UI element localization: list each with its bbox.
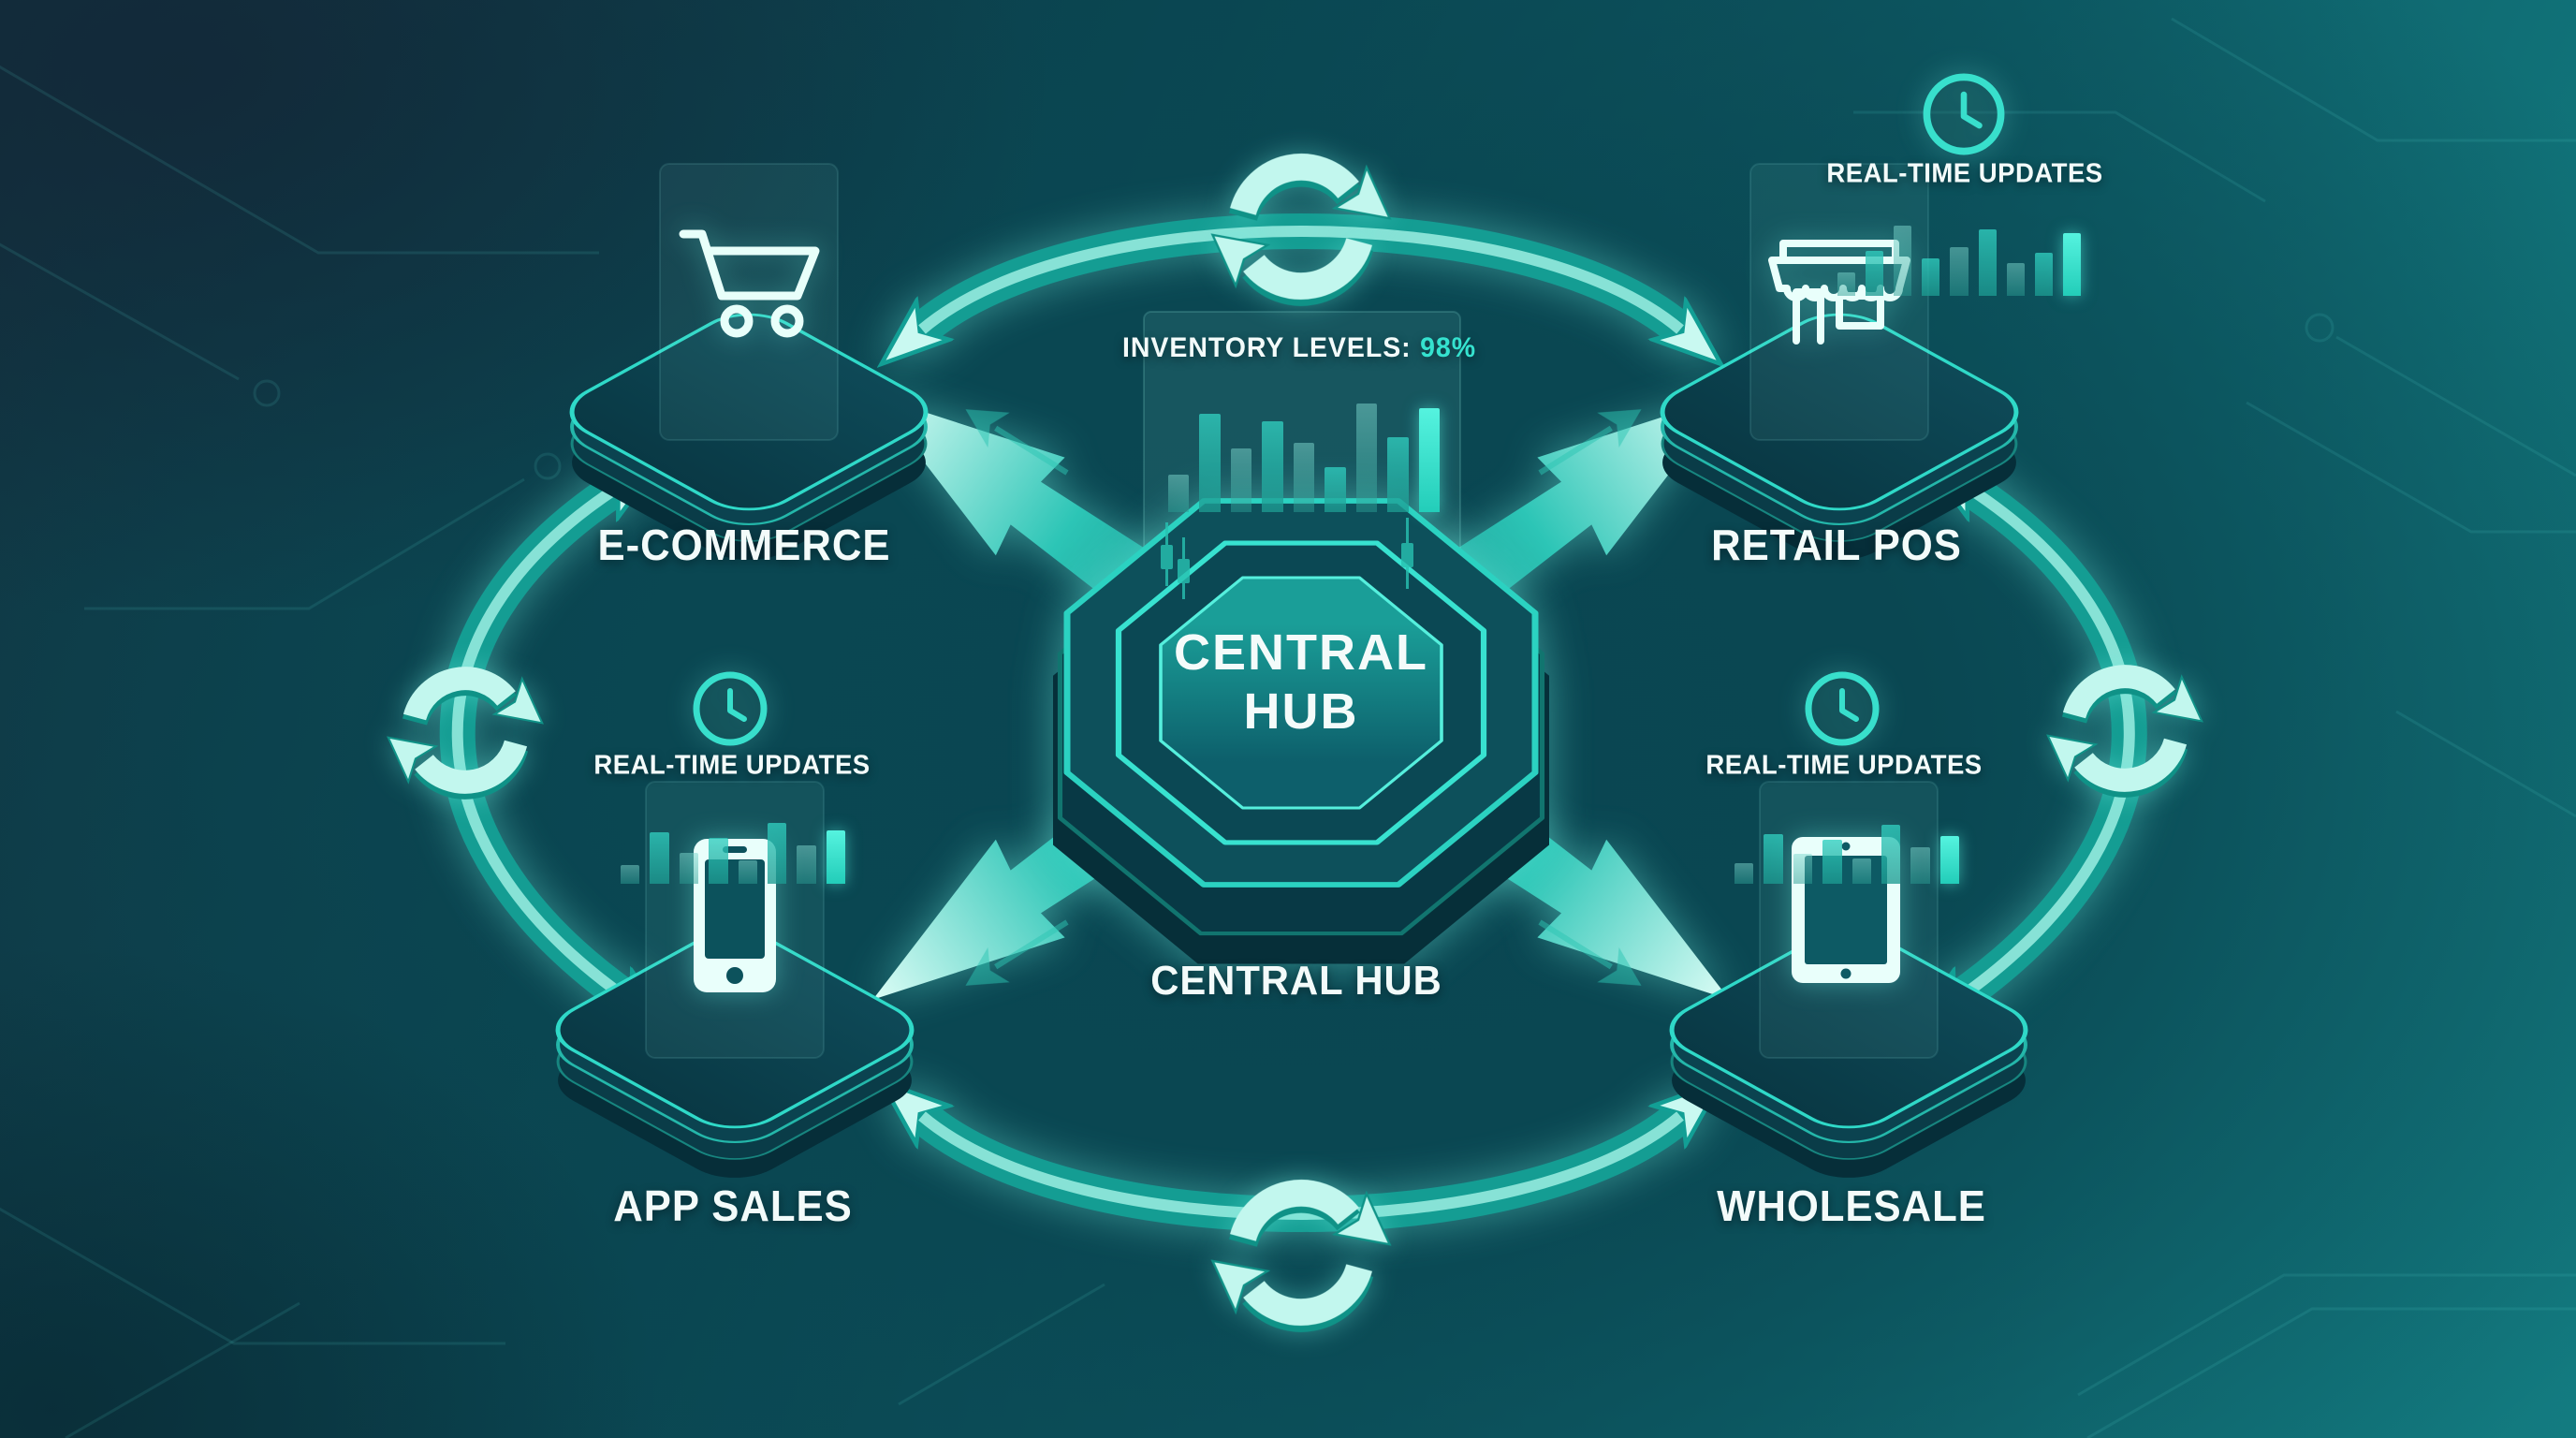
app-bar-chart bbox=[621, 792, 845, 884]
clock-icon-wholesale bbox=[1808, 675, 1876, 742]
sync-ring bbox=[439, 213, 2147, 1232]
wholesale-label: WHOLESALE bbox=[1717, 1181, 1986, 1230]
inventory-title-text: INVENTORY LEVELS: bbox=[1122, 332, 1412, 363]
realtime-label-app: REAL-TIME UPDATES bbox=[593, 750, 871, 781]
retail-bar-chart bbox=[1837, 198, 2081, 296]
realtime-label-retail: REAL-TIME UPDATES bbox=[1826, 158, 2103, 189]
inventory-bar-chart bbox=[1168, 379, 1440, 512]
shopping-cart-icon bbox=[679, 229, 820, 338]
central-hub-label-line1: CENTRAL bbox=[1174, 624, 1428, 681]
realtime-label-wholesale: REAL-TIME UPDATES bbox=[1705, 750, 1983, 781]
ecommerce-label: E-COMMERCE bbox=[597, 521, 891, 569]
app-label: APP SALES bbox=[613, 1181, 853, 1230]
inventory-value: 98% bbox=[1420, 332, 1476, 363]
central-hub-caption: CENTRAL HUB bbox=[1150, 958, 1442, 1004]
candlestick-marker bbox=[1178, 537, 1190, 599]
inventory-title: INVENTORY LEVELS: 98% bbox=[1122, 332, 1476, 364]
ecommerce-glass-slab bbox=[659, 163, 839, 441]
candlestick-marker bbox=[1401, 518, 1413, 589]
clock-icon-retail bbox=[1926, 77, 2000, 151]
candlestick-marker bbox=[1161, 522, 1173, 586]
wholesale-bar-chart bbox=[1734, 792, 1959, 884]
central-hub-label-line2: HUB bbox=[1244, 683, 1359, 740]
clock-icon-app bbox=[696, 675, 764, 742]
retail-label: RETAIL POS bbox=[1711, 521, 1962, 569]
circuit-traces bbox=[0, 17, 2576, 1438]
central-hub: CENTRAL HUB bbox=[1053, 501, 1549, 964]
